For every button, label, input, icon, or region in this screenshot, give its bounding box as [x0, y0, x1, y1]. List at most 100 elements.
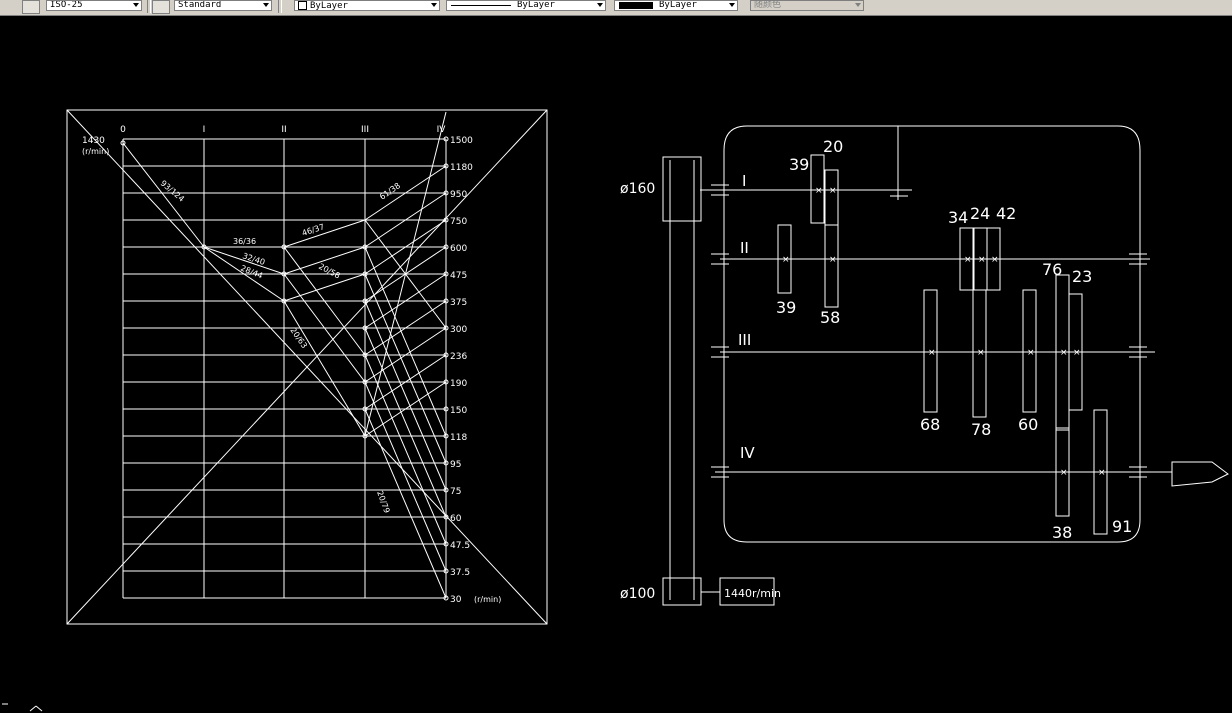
- speed-label: 950: [450, 190, 467, 200]
- speed-label: 60: [450, 514, 462, 524]
- gear-mesh-mark: ×: [928, 348, 936, 358]
- shaft-label: III: [738, 331, 751, 349]
- speed-ray: [283, 300, 366, 437]
- gear: [824, 224, 839, 308]
- speed-ray: [364, 192, 447, 248]
- speed-label: 1500: [450, 136, 473, 146]
- color-swatch: [298, 1, 307, 10]
- frame-diagonal: [66, 109, 548, 625]
- shaft-label: II: [281, 125, 286, 135]
- speed-node: [443, 271, 449, 277]
- ratio-label: 20/79: [375, 490, 391, 515]
- lineweight-dropdown[interactable]: ByLayer: [614, 0, 738, 11]
- ratio-label: 93/124: [159, 179, 186, 204]
- speed-ray: [122, 142, 205, 248]
- pulley-small-label: ø100: [620, 586, 655, 602]
- speed-node: [443, 217, 449, 223]
- speed-label: 118: [450, 433, 467, 443]
- speed-ray: [364, 354, 447, 545]
- speed-node: [443, 406, 449, 412]
- speed-ray: [283, 246, 366, 275]
- dimension-style-icon[interactable]: [22, 0, 40, 14]
- speed-label: 47.5: [450, 541, 470, 551]
- speed-node: [443, 595, 449, 601]
- speed-ray: [203, 246, 285, 275]
- speed-node: [443, 190, 449, 196]
- gear-label: 20: [823, 137, 843, 156]
- gear: [923, 289, 938, 413]
- gear: [972, 289, 987, 418]
- gear-label: 24: [970, 204, 990, 223]
- speed-node: [443, 352, 449, 358]
- text-style-icon[interactable]: [152, 0, 170, 14]
- speed-node: [443, 136, 449, 142]
- speed-node: [443, 433, 449, 439]
- speed-label: 30: [450, 595, 462, 605]
- output-spindle: [1171, 461, 1229, 487]
- gear-mesh-mark: ×: [1098, 468, 1106, 478]
- linetype-preview: [451, 5, 511, 6]
- linetype-dropdown[interactable]: ByLayer: [446, 0, 606, 11]
- speed-node: [443, 298, 449, 304]
- transfer-node: [362, 244, 368, 250]
- gear-mesh-mark: ×: [1073, 348, 1081, 358]
- speed-label: 1180: [450, 163, 473, 173]
- gear-label: 38: [1052, 523, 1072, 542]
- speed-ray: [364, 354, 447, 410]
- gear-mesh-mark: ×: [1060, 468, 1068, 478]
- gear: [1068, 293, 1083, 411]
- shaft-label: I: [203, 125, 206, 135]
- small-pulley: [662, 577, 702, 606]
- input-speed-node: [120, 140, 126, 146]
- chart-frame: [66, 109, 548, 625]
- shaft-label: 0: [120, 125, 126, 135]
- speed-ray: [283, 273, 366, 383]
- motor-speed-label: 1440r/min: [724, 587, 781, 600]
- speed-label: 75: [450, 487, 461, 497]
- gear-label: 39: [789, 155, 809, 174]
- plot-style-dropdown: 随颜色: [750, 0, 864, 11]
- speed-ray: [364, 300, 447, 356]
- gear-mesh-mark: ×: [964, 255, 972, 265]
- speed-label: 150: [450, 406, 467, 416]
- transfer-node: [281, 244, 287, 250]
- gear: [986, 227, 1001, 291]
- speed-ray: [364, 273, 447, 464]
- speed-ray: [364, 273, 447, 329]
- transfer-node: [362, 325, 368, 331]
- gearbox-housing: [723, 125, 1141, 543]
- transfer-node: [281, 271, 287, 277]
- gear-label: 58: [820, 308, 840, 327]
- ratio-label: 36/36: [233, 237, 256, 246]
- speed-node: [443, 514, 449, 520]
- speed-node: [443, 487, 449, 493]
- ratio-label: 46/37: [301, 222, 326, 238]
- dimension-style-dropdown[interactable]: ISO-25: [46, 0, 142, 11]
- transfer-node: [362, 352, 368, 358]
- text-style-dropdown[interactable]: Standard: [174, 0, 272, 11]
- color-dropdown[interactable]: ByLayer: [294, 0, 440, 11]
- shaft-label: IV: [740, 444, 755, 462]
- gear: [810, 154, 825, 224]
- speed-label: 95: [450, 460, 461, 470]
- gear-label: 42: [996, 204, 1016, 223]
- speed-label: 236: [450, 352, 467, 362]
- transfer-node: [362, 298, 368, 304]
- speed-node: [443, 568, 449, 574]
- speed-ray: [364, 111, 447, 437]
- shaft-label: I: [742, 172, 746, 190]
- speed-ray: [364, 219, 447, 275]
- speed-ray: [283, 246, 366, 356]
- transfer-node: [201, 244, 207, 250]
- shaft-label: III: [361, 125, 369, 135]
- ucs-icon: [2, 703, 43, 712]
- gear-label: 39: [776, 298, 796, 317]
- speed-label: 750: [450, 217, 467, 227]
- speed-ray: [283, 273, 366, 302]
- speed-node: [443, 325, 449, 331]
- pulley-large-label: ø160: [620, 181, 655, 197]
- speed-ray: [364, 165, 447, 221]
- gear-label: 60: [1018, 415, 1038, 434]
